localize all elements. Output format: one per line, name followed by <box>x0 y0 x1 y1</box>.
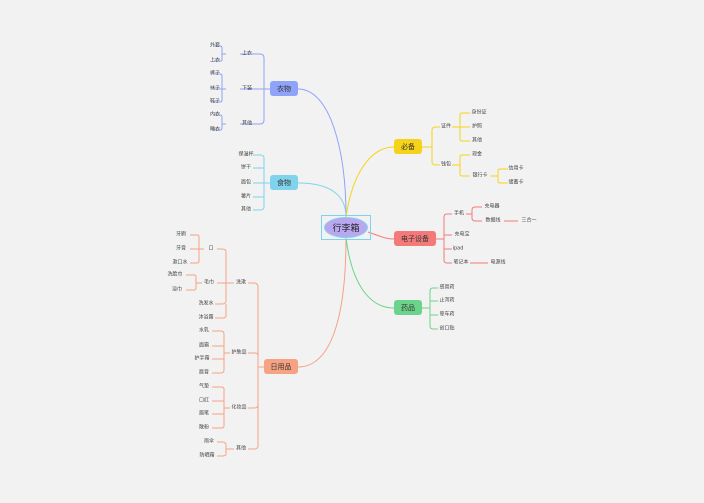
daily-item[interactable]: 雨伞 <box>203 438 215 445</box>
food-item[interactable]: 薯片 <box>240 193 252 200</box>
essential-item[interactable]: 护照 <box>471 123 483 130</box>
food-item[interactable]: 饼干 <box>240 164 252 171</box>
daily-wash[interactable]: 洗漱 <box>235 279 247 286</box>
clothing-group-bottom[interactable]: 下装 <box>241 85 253 92</box>
essential-item[interactable]: 身份证 <box>471 109 487 116</box>
branch-daily-label: 日用品 <box>270 362 292 371</box>
essential-item[interactable]: 其他 <box>471 137 483 144</box>
electronics-item[interactable]: ipad <box>452 245 464 252</box>
branch-food-label: 食物 <box>277 178 291 187</box>
daily-item[interactable]: 牙膏 <box>175 245 187 252</box>
clothing-group-top[interactable]: 上衣 <box>241 50 253 57</box>
daily-item[interactable]: 漱口水 <box>172 259 188 266</box>
branch-clothing[interactable]: 衣物 <box>270 81 298 96</box>
food-item[interactable]: 面包 <box>240 179 252 186</box>
link-clothing <box>297 88 347 218</box>
food-item[interactable]: 其他 <box>240 206 252 213</box>
daily-item[interactable]: 唇膏 <box>198 369 210 376</box>
clothing-item[interactable]: 上衣 <box>209 57 221 64</box>
clothing-group-other[interactable]: 其他 <box>241 120 253 127</box>
daily-makeup[interactable]: 化妆品 <box>231 404 247 411</box>
branch-clothing-label: 衣物 <box>277 84 291 93</box>
clothing-item[interactable]: 外套 <box>209 42 221 49</box>
daily-other[interactable]: 其他 <box>235 445 247 452</box>
essential-wallet[interactable]: 钱包 <box>440 161 452 168</box>
electronics-item[interactable]: 三合一 <box>521 217 537 224</box>
branch-electronics[interactable]: 电子设备 <box>394 231 436 246</box>
clothing-item[interactable]: 睡衣 <box>209 126 221 133</box>
clothing-item[interactable]: 裤子 <box>209 70 221 77</box>
root-selection-frame <box>321 215 371 240</box>
daily-item[interactable]: 气垫 <box>198 383 210 390</box>
daily-item[interactable]: 洗脸巾 <box>167 271 183 278</box>
link-electronics <box>367 231 395 240</box>
daily-item[interactable]: 洗发水 <box>198 300 214 307</box>
daily-item[interactable]: 散粉 <box>198 424 210 431</box>
link-essential <box>345 146 395 218</box>
electronics-laptop[interactable]: 笔记本 <box>453 259 469 266</box>
electronics-item[interactable]: 充电宝 <box>454 231 470 238</box>
medicine-item[interactable]: 感冒药 <box>439 284 455 291</box>
daily-towel[interactable]: 毛巾 <box>203 279 215 286</box>
branch-daily[interactable]: 日用品 <box>264 359 298 374</box>
essential-item[interactable]: 储蓄卡 <box>508 179 524 186</box>
link-medicine <box>345 237 395 309</box>
food-item[interactable]: 保温杯 <box>238 151 254 158</box>
essential-item[interactable]: 信用卡 <box>508 165 524 172</box>
branch-electronics-label: 电子设备 <box>401 234 429 243</box>
medicine-item[interactable]: 晕车药 <box>439 311 455 318</box>
daily-mouth[interactable]: 口 <box>208 245 214 252</box>
clothing-item[interactable]: 内衣 <box>209 111 221 118</box>
branch-essential-label: 必备 <box>401 142 415 151</box>
daily-item[interactable]: 沐浴露 <box>198 314 214 321</box>
electronics-cable[interactable]: 数据线 <box>485 217 501 224</box>
daily-item[interactable]: 水乳 <box>198 327 210 334</box>
clothing-item[interactable]: 鞋子 <box>209 98 221 105</box>
daily-item[interactable]: 面霜 <box>198 342 210 349</box>
link-daily <box>297 237 347 368</box>
branch-essential[interactable]: 必备 <box>394 139 422 154</box>
branch-food[interactable]: 食物 <box>270 175 298 190</box>
daily-item[interactable]: 口红 <box>198 397 210 404</box>
daily-item[interactable]: 护手霜 <box>194 355 210 362</box>
electronics-phone[interactable]: 手机 <box>453 210 465 217</box>
daily-item[interactable]: 防晒霜 <box>199 452 215 459</box>
daily-item[interactable]: 浴巾 <box>171 286 183 293</box>
essential-bank[interactable]: 银行卡 <box>472 172 488 179</box>
medicine-item[interactable]: 创口贴 <box>439 325 455 332</box>
electronics-item[interactable]: 电源线 <box>490 259 506 266</box>
electronics-item[interactable]: 充电器 <box>484 203 500 210</box>
essential-id[interactable]: 证件 <box>440 123 452 130</box>
root-label: 行李箱 <box>332 224 360 234</box>
root-node[interactable]: 行李箱 <box>324 217 368 238</box>
essential-cash[interactable]: 现金 <box>471 151 483 158</box>
daily-skincare[interactable]: 护肤品 <box>231 349 247 356</box>
daily-item[interactable]: 眉笔 <box>198 410 210 417</box>
daily-item[interactable]: 牙刷 <box>175 231 187 238</box>
link-food <box>297 182 347 218</box>
medicine-item[interactable]: 止泻药 <box>439 297 455 304</box>
branch-medicine[interactable]: 药品 <box>394 300 422 315</box>
clothing-item[interactable]: 袜子 <box>209 85 221 92</box>
branch-medicine-label: 药品 <box>401 303 415 312</box>
